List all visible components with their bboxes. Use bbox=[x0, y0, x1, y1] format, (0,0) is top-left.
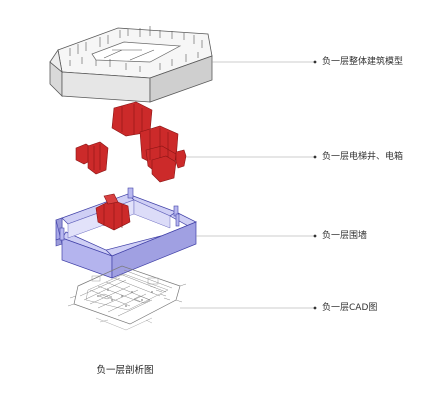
layer-label-enclosure-walls: 负一层围墙 bbox=[322, 231, 368, 241]
layer-label-building-model: 负一层整体建筑模型 bbox=[322, 57, 404, 67]
leader-line-endpoints bbox=[313, 60, 317, 310]
diagram-caption: 负一层剖析图 bbox=[96, 365, 154, 376]
elevator-shafts bbox=[75, 101, 187, 183]
building-model bbox=[49, 26, 213, 103]
leader-lines bbox=[180, 61, 315, 309]
enclosure-walls bbox=[55, 187, 197, 279]
layer-label-elevator-shafts: 负一层电梯井、电箱 bbox=[322, 152, 404, 162]
cad-floor-plan bbox=[67, 265, 187, 331]
layer-label-cad-plan: 负一层CAD图 bbox=[322, 303, 378, 313]
